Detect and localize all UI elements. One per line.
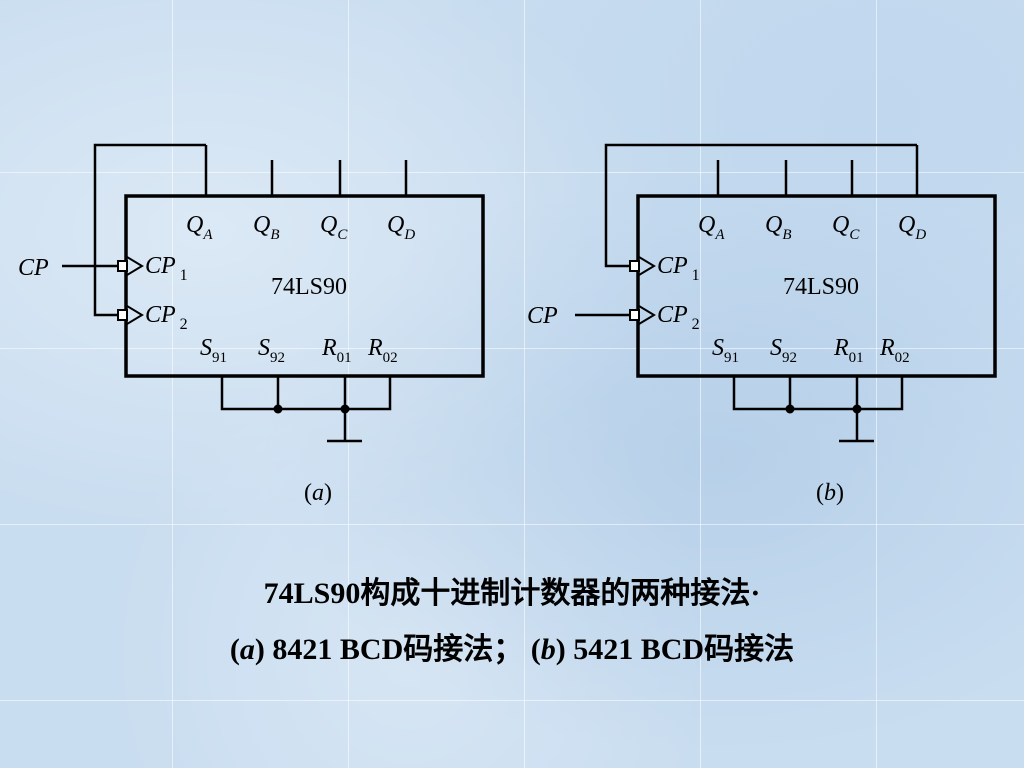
junction-b1 (785, 404, 795, 414)
pin-qa-a: QA (186, 212, 213, 243)
junction-a1 (273, 404, 283, 414)
caption-title: 74LS90构成十进制计数器的两种接法· (263, 577, 761, 610)
circuit-b (575, 143, 997, 443)
cp2-clock-b (638, 305, 656, 325)
pin-s92-b: S92 (770, 335, 797, 366)
pin-r02-a: R02 (367, 335, 398, 366)
cp1-clock-a (126, 256, 144, 276)
chip-label-a: 74LS90 (271, 274, 347, 300)
pin-qb-b: QB (765, 212, 792, 243)
feedback-wire-a (93, 143, 206, 317)
pin-s92-a: S92 (258, 335, 285, 366)
pin-qd-a: QD (387, 212, 415, 243)
chip-box-a (124, 194, 485, 378)
cp-input-label-a: CP (18, 255, 49, 281)
cp2-bubble-a (117, 309, 128, 321)
ground-bus-b (732, 376, 904, 411)
pin-qb-a: QB (253, 212, 280, 243)
chip-label-b: 74LS90 (783, 274, 859, 300)
ground-bus-a (220, 376, 392, 411)
figure-label-a: (a) (304, 480, 332, 506)
figure-label-b: (b) (816, 480, 844, 506)
pin-qc-a: QC (320, 212, 348, 243)
pin-s91-b: S91 (712, 335, 739, 366)
caption-subtitle: (a) 8421 BCD码接法； (b) 5421 BCD码接法 (229, 633, 795, 666)
cp1-bubble-b (629, 260, 640, 272)
cp1-clock-b (638, 256, 656, 276)
cp2-bubble-b (629, 309, 640, 321)
junction-b2 (852, 404, 862, 414)
pin-r01-a: R01 (321, 335, 352, 366)
pin-r01-b: R01 (833, 335, 864, 366)
pin-s91-a: S91 (200, 335, 227, 366)
feedback-wire-b (604, 143, 917, 268)
pin-qa-b: QA (698, 212, 725, 243)
circuit-a (62, 143, 485, 443)
junction-a2 (340, 404, 350, 414)
pin-qc-b: QC (832, 212, 860, 243)
pin-qd-b: QD (898, 212, 926, 243)
cp2-clock-a (126, 305, 144, 325)
cp-input-label-b: CP (527, 303, 558, 329)
chip-box-b (636, 194, 997, 378)
pin-r02-b: R02 (879, 335, 910, 366)
cp1-bubble-a (117, 260, 128, 272)
